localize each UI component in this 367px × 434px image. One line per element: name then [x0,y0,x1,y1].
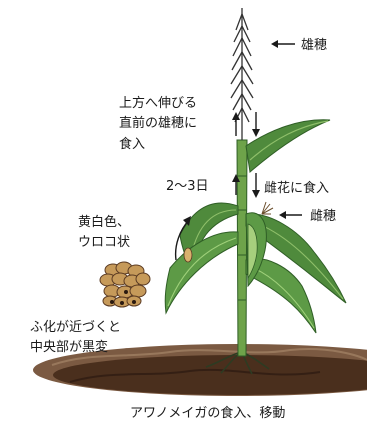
label-upward-line2: 直前の雄穂に [119,115,197,131]
leaf-lower-left [164,231,239,315]
label-hatch-line1: ふ化が近づくと [30,320,121,335]
arrowhead-to-tassel [271,40,278,48]
label-female-ear: 雌穂 [310,208,336,224]
stalk-main [236,139,248,357]
leaf-upper-right [245,119,331,173]
stalk [236,139,248,357]
soil-mound-dark [53,355,367,395]
leaf-right-mid [245,213,347,304]
caption: アワノメイガの食入、移動 [130,405,285,421]
label-hatch-line2: 中央部が黒変 [30,339,108,355]
soil-ground [33,344,367,396]
label-days: 2〜3日 [166,179,209,194]
arrowhead-days-down [252,190,260,198]
arrowhead-upward-right [252,129,260,137]
ear-inner [247,223,258,280]
arrowhead-days-up [232,174,240,182]
label-upward-line1: 上方へ伸びる [119,95,197,111]
eggs [99,261,151,308]
ear [245,201,274,288]
label-eggs-line1: 黄白色、 [78,214,130,230]
arrowhead-upward-left [232,112,240,120]
label-upward-line3: 食入 [119,136,145,152]
soil-texture [51,348,367,366]
ear-silk [261,201,274,215]
label-tassel: 雄穂 [301,38,327,53]
leaf-right-lower [245,258,317,334]
arrows [174,40,302,261]
egg-on-leaf [183,247,193,263]
arrowhead-eggs-to-leaf [183,216,191,226]
label-eggs-line2: ウロコ状 [78,235,130,250]
soil-texture-2 [69,368,321,383]
tassel [230,8,254,140]
label-female-feed: 雌花に食入 [264,180,329,196]
arrowhead-to-ear [279,211,286,219]
